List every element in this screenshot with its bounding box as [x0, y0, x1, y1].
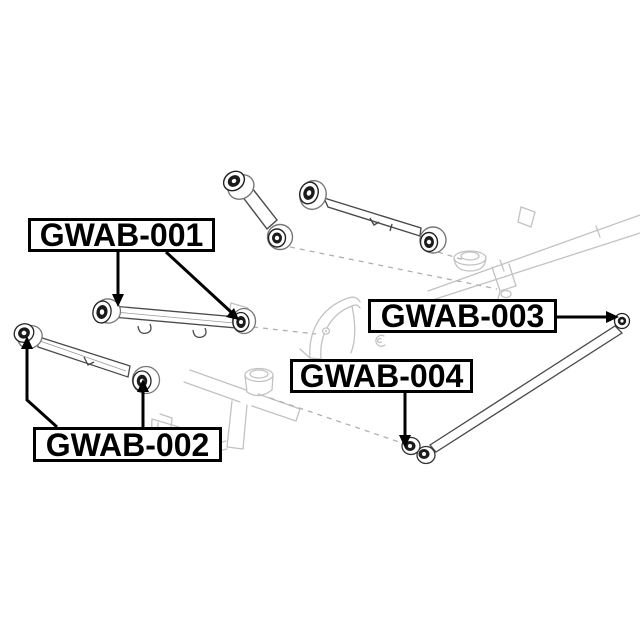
part-label-gwab-001[interactable]: GWAB-001	[28, 218, 215, 252]
dashed-guide-lines	[252, 246, 498, 444]
arrowhead	[137, 379, 149, 392]
part-number-text: GWAB-004	[299, 358, 464, 394]
trailing-arm	[13, 323, 161, 395]
arrowhead	[399, 435, 411, 448]
arrowhead	[112, 294, 124, 307]
part-number-text: GWAB-002	[45, 426, 210, 463]
part-number-text: GWAB-003	[380, 298, 545, 334]
panhard-rod	[401, 312, 631, 465]
part-label-gwab-004[interactable]: GWAB-004	[290, 359, 473, 393]
arrowhead	[226, 308, 239, 320]
background-context-drawing	[150, 206, 640, 457]
part-label-gwab-002[interactable]: GWAB-002	[33, 427, 222, 462]
lateral-rod-arm	[92, 298, 257, 338]
leader-lines	[21, 250, 619, 448]
upper-control-arm-short	[222, 170, 294, 251]
part-number-text: GWAB-001	[39, 217, 204, 253]
upper-control-arm-long	[299, 179, 447, 254]
arrowhead	[606, 311, 619, 323]
part-label-gwab-003[interactable]: GWAB-003	[368, 299, 557, 333]
arrowhead	[21, 336, 33, 349]
